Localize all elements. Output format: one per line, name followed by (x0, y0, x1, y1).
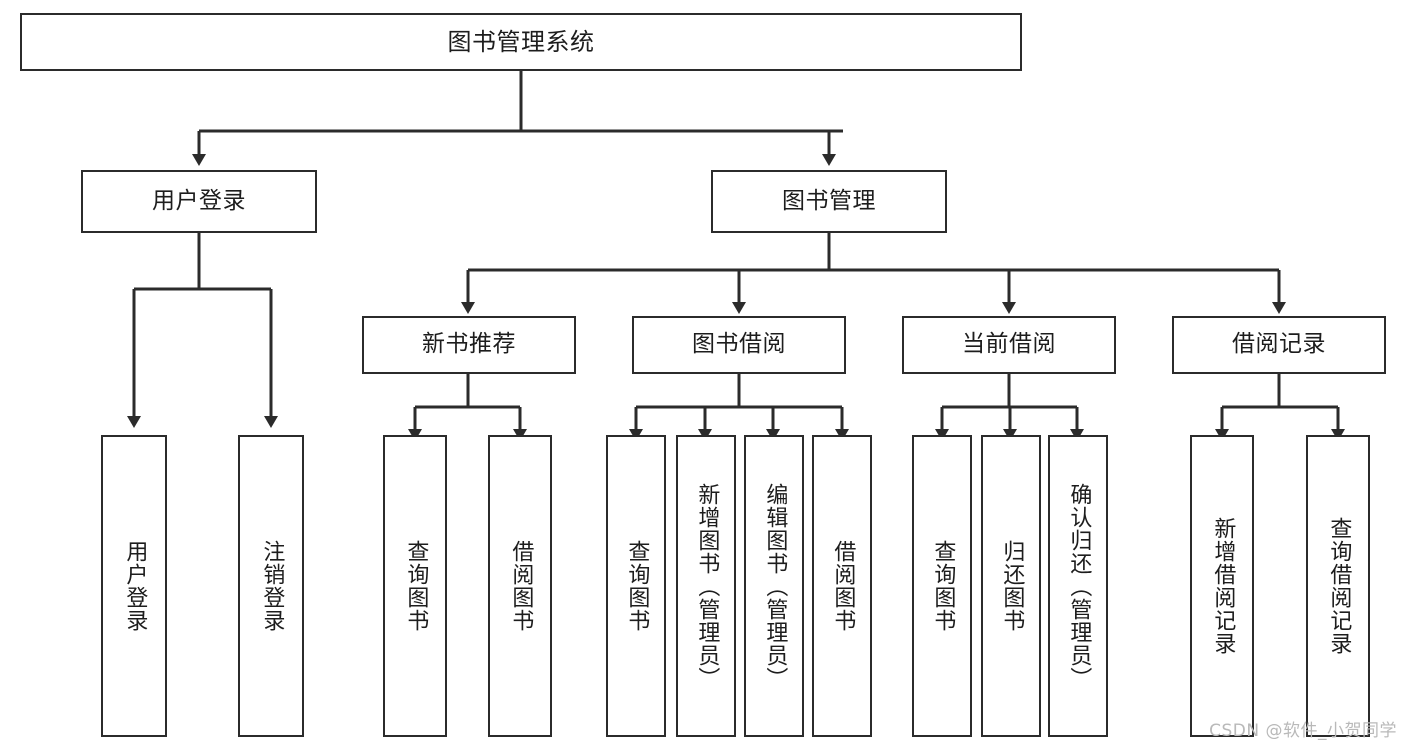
node-leaf-borrow-book-2[interactable]: 借阅图书 (812, 435, 872, 737)
node-user-login[interactable]: 用户登录 (81, 170, 317, 233)
node-leaf-return-book[interactable]: 归还图书 (981, 435, 1041, 737)
node-leaf-confirm-return[interactable]: 确认归还（管理员） (1048, 435, 1108, 737)
node-leaf-logout-label: 注销登录 (259, 540, 285, 632)
node-leaf-query-record[interactable]: 查询借阅记录 (1306, 435, 1370, 737)
node-leaf-borrow-book-1[interactable]: 借阅图书 (488, 435, 552, 737)
node-leaf-logout[interactable]: 注销登录 (238, 435, 304, 737)
node-leaf-query-book-2-label: 查询图书 (624, 540, 650, 632)
node-book-borrow-label: 图书借阅 (692, 331, 786, 358)
node-leaf-add-book[interactable]: 新增图书（管理员） (676, 435, 736, 737)
node-leaf-edit-book[interactable]: 编辑图书（管理员） (744, 435, 804, 737)
node-leaf-add-book-label: 新增图书（管理员） (694, 482, 720, 690)
node-borrow-record[interactable]: 借阅记录 (1172, 316, 1386, 374)
node-borrow-record-label: 借阅记录 (1232, 331, 1326, 358)
node-leaf-confirm-return-label: 确认归还（管理员） (1066, 482, 1092, 690)
node-leaf-edit-book-label: 编辑图书（管理员） (762, 482, 788, 690)
node-root-label: 图书管理系统 (447, 27, 595, 56)
watermark: CSDN @软件_小贺同学 (1209, 721, 1397, 741)
node-leaf-borrow-book-1-label: 借阅图书 (508, 540, 534, 632)
node-leaf-add-record-label: 新增借阅记录 (1210, 517, 1236, 655)
node-book-borrow[interactable]: 图书借阅 (632, 316, 846, 374)
node-book-manage-label: 图书管理 (782, 187, 876, 214)
node-leaf-query-book-2[interactable]: 查询图书 (606, 435, 666, 737)
node-leaf-user-login[interactable]: 用户登录 (101, 435, 167, 737)
node-leaf-query-book-1-label: 查询图书 (403, 540, 429, 632)
node-user-login-label: 用户登录 (152, 187, 246, 214)
node-current-borrow-label: 当前借阅 (962, 331, 1056, 358)
node-new-book-rec-label: 新书推荐 (422, 331, 516, 358)
node-book-manage[interactable]: 图书管理 (711, 170, 947, 233)
node-leaf-query-book-3-label: 查询图书 (930, 540, 956, 632)
node-leaf-query-record-label: 查询借阅记录 (1326, 517, 1352, 655)
node-leaf-query-book-3[interactable]: 查询图书 (912, 435, 972, 737)
node-leaf-add-record[interactable]: 新增借阅记录 (1190, 435, 1254, 737)
node-leaf-return-book-label: 归还图书 (999, 540, 1025, 632)
node-leaf-user-login-label: 用户登录 (122, 540, 148, 632)
node-leaf-borrow-book-2-label: 借阅图书 (830, 540, 856, 632)
node-leaf-query-book-1[interactable]: 查询图书 (383, 435, 447, 737)
node-current-borrow[interactable]: 当前借阅 (902, 316, 1116, 374)
node-root[interactable]: 图书管理系统 (20, 13, 1022, 71)
node-new-book-rec[interactable]: 新书推荐 (362, 316, 576, 374)
